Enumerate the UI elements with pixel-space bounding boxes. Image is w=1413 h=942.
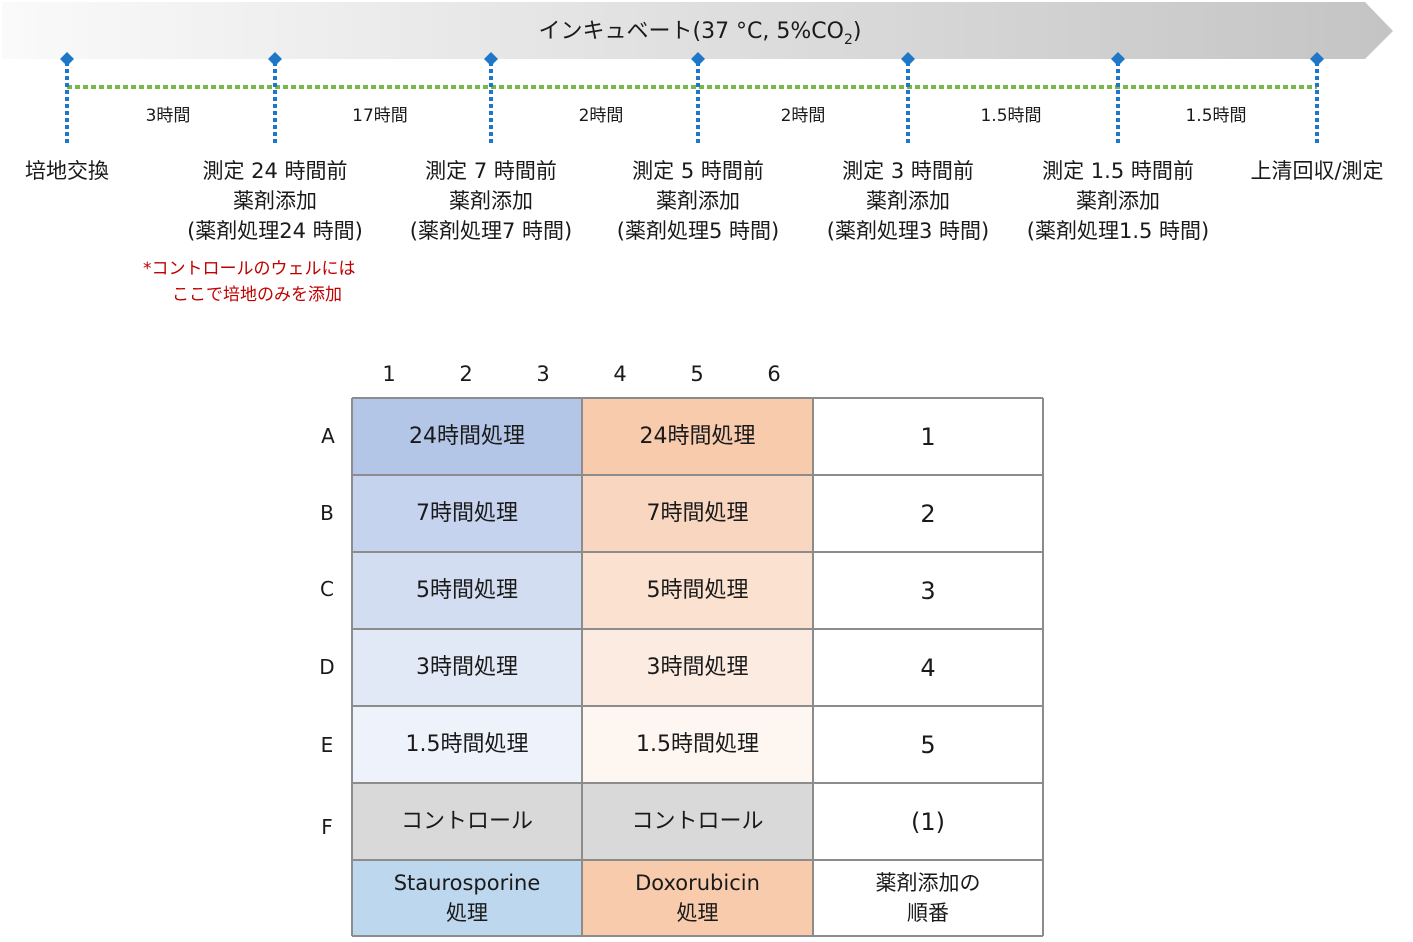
event-line: 上清回収/測定 — [1250, 159, 1384, 183]
event-point-marker — [484, 52, 498, 66]
event-dose-3h: 測定 3 時間前 薬剤添加 (薬剤処理3 時間) — [788, 156, 1028, 246]
staurosporine-cell: 1.5時間処理 — [352, 706, 582, 783]
interval-label: 2時間 — [780, 106, 826, 126]
interval-label: 1.5時間 — [1185, 106, 1247, 126]
interval-label: 17時間 — [352, 106, 408, 126]
column-number: 4 — [613, 362, 627, 386]
order-cell: 4 — [920, 653, 936, 682]
staurosporine-cell: 7時間処理 — [352, 475, 582, 552]
event-line: (薬剤処理3 時間) — [826, 219, 990, 243]
event-line: (薬剤処理7 時間) — [409, 219, 573, 243]
event-line: 薬剤添加 — [449, 189, 533, 213]
event-line: 測定 5 時間前 — [632, 159, 764, 183]
order-cell: 5 — [920, 730, 936, 759]
staurosporine-cell: 3時間処理 — [352, 629, 582, 706]
event-point-marker — [60, 52, 74, 66]
event-dose-5h: 測定 5 時間前 薬剤添加 (薬剤処理5 時間) — [578, 156, 818, 246]
event-line: (薬剤処理1.5 時間) — [1026, 219, 1210, 243]
event-line: 測定 24 時間前 — [202, 159, 348, 183]
timeline: インキュベート(37 °C, 5%CO2) 3時間 17時間 2時間 2時間 1… — [0, 0, 1413, 330]
event-line: 薬剤添加 — [233, 189, 317, 213]
order-cell: 3 — [920, 576, 936, 605]
order-cell: 1 — [920, 422, 936, 451]
column-number: 3 — [536, 362, 550, 386]
legend-addition-order: 薬剤添加の 順番 — [875, 871, 981, 925]
order-cell: (1) — [911, 807, 945, 836]
column-number: 5 — [690, 362, 704, 386]
event-dose-7h: 測定 7 時間前 薬剤添加 (薬剤処理7 時間) — [371, 156, 611, 246]
staurosporine-control-cell: コントロール — [352, 783, 582, 860]
order-cell: 2 — [920, 499, 936, 528]
event-dose-24h: 測定 24 時間前 薬剤添加 (薬剤処理24 時間) — [155, 156, 395, 246]
event-dose-1-5h: 測定 1.5 時間前 薬剤添加 (薬剤処理1.5 時間) — [998, 156, 1238, 246]
incubation-arrow — [2, 2, 1393, 59]
interval-label: 3時間 — [145, 106, 191, 126]
row-label: B — [320, 501, 334, 525]
event-harvest-measure: 上清回収/測定 — [1197, 156, 1413, 186]
event-line: 測定 7 時間前 — [425, 159, 557, 183]
legend-doxorubicin: Doxorubicin 処理 — [582, 860, 813, 936]
timeline-graphic: インキュベート(37 °C, 5%CO2) — [2, 2, 1393, 146]
row-label: A — [321, 424, 335, 448]
doxorubicin-cell: 5時間処理 — [582, 552, 813, 629]
note-line: ここで培地のみを添加 — [172, 285, 342, 305]
control-note: *コントロールのウェルには ここで培地のみを添加 — [143, 256, 356, 308]
staurosporine-cell: 5時間処理 — [352, 552, 582, 629]
event-line: (薬剤処理24 時間) — [187, 219, 363, 243]
row-label: F — [321, 815, 333, 839]
legend-staurosporine: Staurosporine 処理 — [352, 860, 582, 936]
event-point-marker — [901, 52, 915, 66]
doxorubicin-cell: 3時間処理 — [582, 629, 813, 706]
event-line: 薬剤添加 — [656, 189, 740, 213]
row-label: E — [320, 733, 334, 757]
event-line: 測定 3 時間前 — [842, 159, 974, 183]
staurosporine-cell: 24時間処理 — [352, 398, 582, 475]
event-line: 薬剤添加 — [866, 189, 950, 213]
doxorubicin-control-cell: コントロール — [582, 783, 813, 860]
incubation-label: インキュベート(37 °C, 5%CO2) — [538, 19, 861, 48]
row-label: D — [319, 655, 335, 679]
event-line: 培地交換 — [25, 159, 109, 183]
row-label: C — [320, 577, 334, 601]
event-line: 薬剤添加 — [1076, 189, 1160, 213]
column-number: 1 — [382, 362, 396, 386]
note-line: *コントロールのウェルには — [143, 259, 356, 279]
event-point-marker — [268, 52, 282, 66]
event-media-change: 培地交換 — [0, 156, 187, 186]
interval-label: 1.5時間 — [980, 106, 1042, 126]
event-point-marker — [1111, 52, 1125, 66]
doxorubicin-cell: 24時間処理 — [582, 398, 813, 475]
doxorubicin-cell: 1.5時間処理 — [582, 706, 813, 783]
interval-label: 2時間 — [578, 106, 624, 126]
event-line: (薬剤処理5 時間) — [616, 219, 780, 243]
doxorubicin-cell: 7時間処理 — [582, 475, 813, 552]
event-point-marker — [691, 52, 705, 66]
column-number: 2 — [459, 362, 473, 386]
event-point-marker — [1310, 52, 1324, 66]
event-line: 測定 1.5 時間前 — [1042, 159, 1194, 183]
column-number: 6 — [767, 362, 781, 386]
